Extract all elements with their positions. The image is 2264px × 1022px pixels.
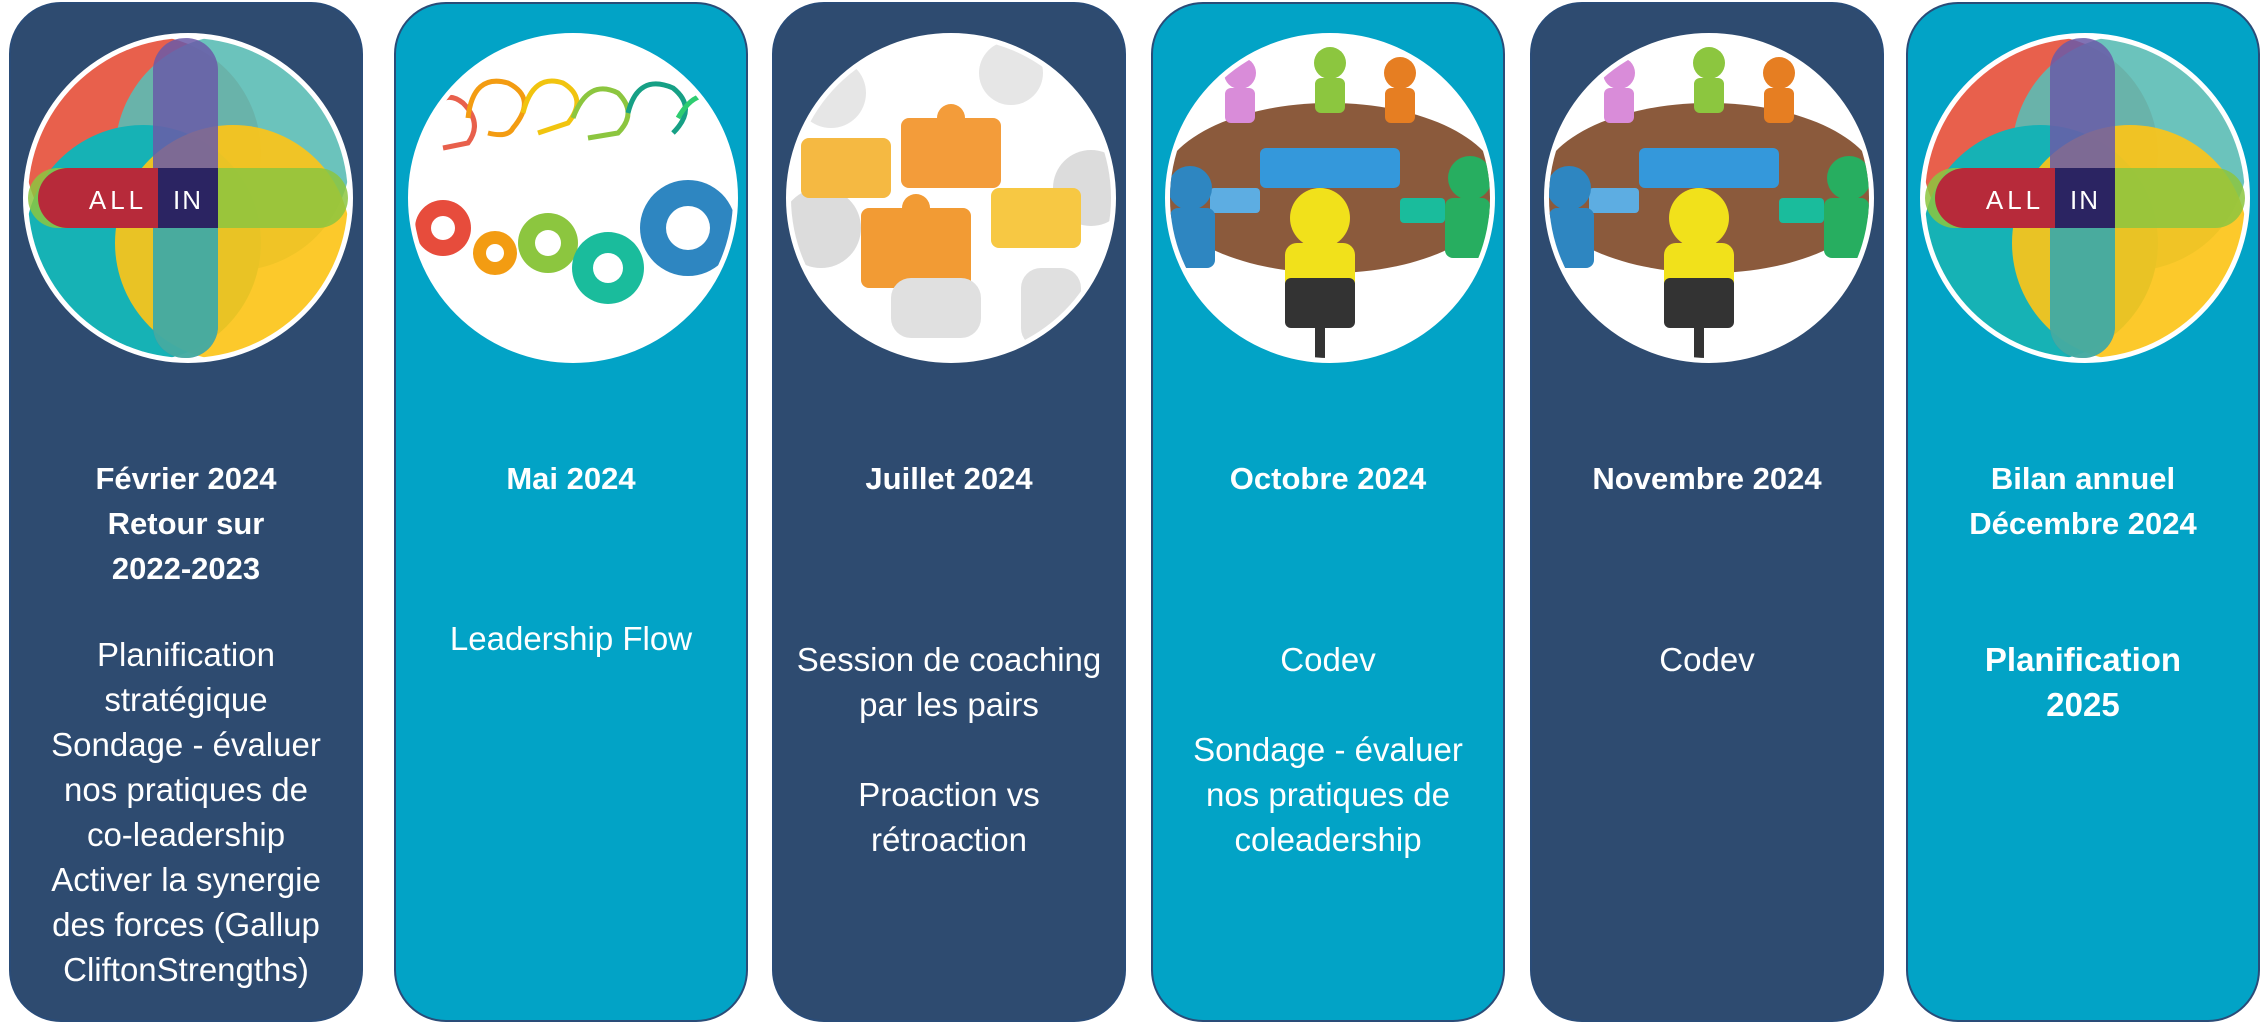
title-line: Bilan annuel [1990,461,2176,496]
logo-word-in: IN [2070,185,2100,215]
body-line: rétroaction [871,821,1027,858]
round-table-image [1544,33,1874,363]
body-line: Sondage - évaluer [1193,731,1463,768]
logo-word-in: IN [173,185,203,215]
column-february-2024: ALL IN Février 2024 Retour sur 2022-2023… [9,2,363,1022]
title-line: Décembre 2024 [1969,506,2197,541]
title-line: Octobre 2024 [1229,461,1427,496]
column-october-2024: Octobre 2024 Codev Sondage - évaluer nos… [1151,2,1505,1022]
logo-word-all: ALL [1986,185,2044,215]
title-line: Retour sur [107,506,265,541]
column-title: Novembre 2024 [1532,456,1882,501]
column-title: Février 2024 Retour sur 2022-2023 [11,456,361,591]
column-body: Session de coaching par les pairs Proact… [796,637,1102,862]
body-line: Leadership Flow [449,620,693,657]
body-line: des forces (Gallup [52,906,320,943]
body-line: stratégique [104,681,268,718]
round-table-puzzle-meeting-illustration [1170,38,1490,358]
logo-word-all: ALL [89,185,147,215]
body-line: Session de coaching [796,641,1102,678]
people-and-gears-illustration [413,38,733,358]
body-line: CliftonStrengths) [63,951,309,988]
body-line: Sondage - évaluer [51,726,321,763]
body-line: Activer la synergie [51,861,321,898]
column-july-2024: Juillet 2024 Session de coaching par les… [772,2,1126,1022]
title-line: Novembre 2024 [1592,461,1822,496]
column-body: Codev Sondage - évaluer nos pratiques de… [1175,637,1481,862]
column-body: Leadership Flow [418,616,724,661]
title-line: Février 2024 [95,461,277,496]
people-and-gears-image [408,33,738,363]
all-in-logo-image: ALL IN [1920,33,2250,363]
body-line: nos pratiques de [1205,776,1450,813]
column-title: Mai 2024 [396,456,746,501]
column-body: Planification stratégique Sondage - éval… [33,632,339,992]
all-in-logo: ALL IN [28,38,348,358]
round-table-puzzle-meeting-illustration [1549,38,1869,358]
round-table-image [1165,33,1495,363]
column-annual-review-december-2024: ALL IN Bilan annuel Décembre 2024 Planif… [1906,2,2260,1022]
body-line: nos pratiques de [63,771,308,808]
body-line: 2025 [2046,686,2120,723]
body-line: par les pairs [859,686,1039,723]
title-line: 2022-2023 [111,551,261,586]
all-in-logo-image: ALL IN [23,33,353,363]
body-line: Proaction vs [858,776,1040,813]
column-title: Octobre 2024 [1153,456,1503,501]
column-title: Bilan annuel Décembre 2024 [1908,456,2258,546]
all-in-logo: ALL IN [1925,38,2245,358]
body-spacer [796,727,1102,772]
body-line: Codev [1280,641,1376,678]
puzzle-people-image [786,33,1116,363]
body-line: Planification [1984,641,2182,678]
title-line: Mai 2024 [506,461,636,496]
body-line: Codev [1659,641,1755,678]
column-body: Codev [1554,637,1860,682]
body-line: co-leadership [86,816,286,853]
column-november-2024: Novembre 2024 Codev [1530,2,1884,1022]
column-title: Juillet 2024 [774,456,1124,501]
body-spacer [1175,682,1481,727]
column-may-2024: Mai 2024 Leadership Flow [394,2,748,1022]
body-line: Planification [97,636,275,673]
title-line: Juillet 2024 [865,461,1033,496]
body-line: coleadership [1234,821,1422,858]
column-body: Planification 2025 [1930,637,2236,727]
puzzle-pieces-people-illustration [791,38,1111,358]
